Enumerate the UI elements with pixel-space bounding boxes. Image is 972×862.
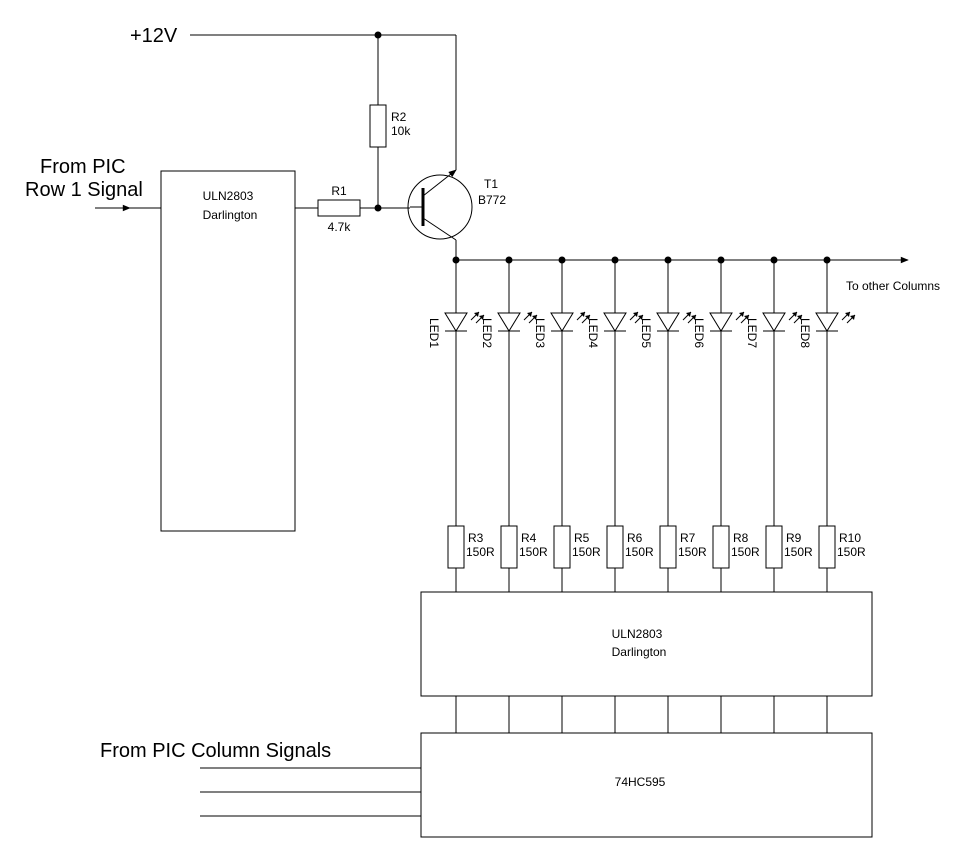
r2-name: R2 [391, 110, 407, 124]
supply-label: +12V [130, 25, 178, 47]
row-input-line2: Row 1 Signal [25, 179, 143, 201]
supply-rail: +12V [130, 25, 457, 170]
led: LED3 [533, 311, 591, 348]
led: LED6 [692, 311, 750, 348]
led: LED2 [480, 311, 538, 348]
resistor-value: 150R [625, 545, 654, 559]
resistor-r1: R1 4.7k [295, 184, 410, 234]
led-label: LED1 [427, 318, 441, 348]
row-input: From PIC Row 1 Signal [25, 156, 161, 212]
row-driver-line1: ULN2803 [203, 189, 254, 203]
led-label: LED6 [692, 318, 706, 348]
resistor-name: R8 [733, 531, 749, 545]
junction-dot [374, 204, 382, 212]
t1-value: B772 [478, 193, 506, 207]
column-driver-line1: ULN2803 [612, 627, 663, 641]
led-label: LED2 [480, 318, 494, 348]
resistor-name: R6 [627, 531, 643, 545]
resistor-name: R3 [468, 531, 484, 545]
led-label: LED7 [745, 318, 759, 348]
led-label: LED8 [798, 318, 812, 348]
resistor-value: 150R [466, 545, 495, 559]
led-label: LED4 [586, 318, 600, 348]
led-label: LED5 [639, 318, 653, 348]
other-columns-label: To other Columns [846, 279, 940, 293]
row-input-line1: From PIC [40, 156, 126, 178]
shift-register-chip: 74HC595 [420, 732, 873, 838]
resistor-r2: R2 10k [369, 35, 411, 208]
resistor-value: 150R [784, 545, 813, 559]
resistor-name: R10 [839, 531, 861, 545]
led-columns: LED1R3150RLED2R4150RLED3R5150RLED4R6150R… [427, 256, 866, 733]
resistor-name: R9 [786, 531, 802, 545]
resistor-name: R4 [521, 531, 537, 545]
column-input: From PIC Column Signals [100, 740, 421, 817]
resistor-value: 150R [572, 545, 601, 559]
column-driver-line2: Darlington [612, 645, 667, 659]
resistor-name: R5 [574, 531, 590, 545]
led-label: LED3 [533, 318, 547, 348]
led: LED5 [639, 311, 697, 348]
r1-name: R1 [331, 184, 347, 198]
resistor-value: 150R [678, 545, 707, 559]
r2-value: 10k [391, 124, 411, 138]
led: LED4 [586, 311, 644, 348]
column-driver-chip: ULN2803 Darlington [420, 591, 873, 697]
r1-value: 4.7k [328, 220, 352, 234]
row-driver-chip: ULN2803 Darlington [160, 170, 296, 532]
resistor-value: 150R [519, 545, 548, 559]
row-bus: To other Columns [456, 256, 940, 293]
resistor-value: 150R [731, 545, 760, 559]
row-driver-line2: Darlington [203, 208, 258, 222]
resistor-value: 150R [837, 545, 866, 559]
t1-name: T1 [484, 177, 498, 191]
shift-register-label: 74HC595 [615, 775, 666, 789]
resistor-name: R7 [680, 531, 696, 545]
led: LED8 [798, 311, 856, 348]
transistor-t1: T1 B772 [407, 169, 506, 260]
column-input-label: From PIC Column Signals [100, 740, 331, 762]
